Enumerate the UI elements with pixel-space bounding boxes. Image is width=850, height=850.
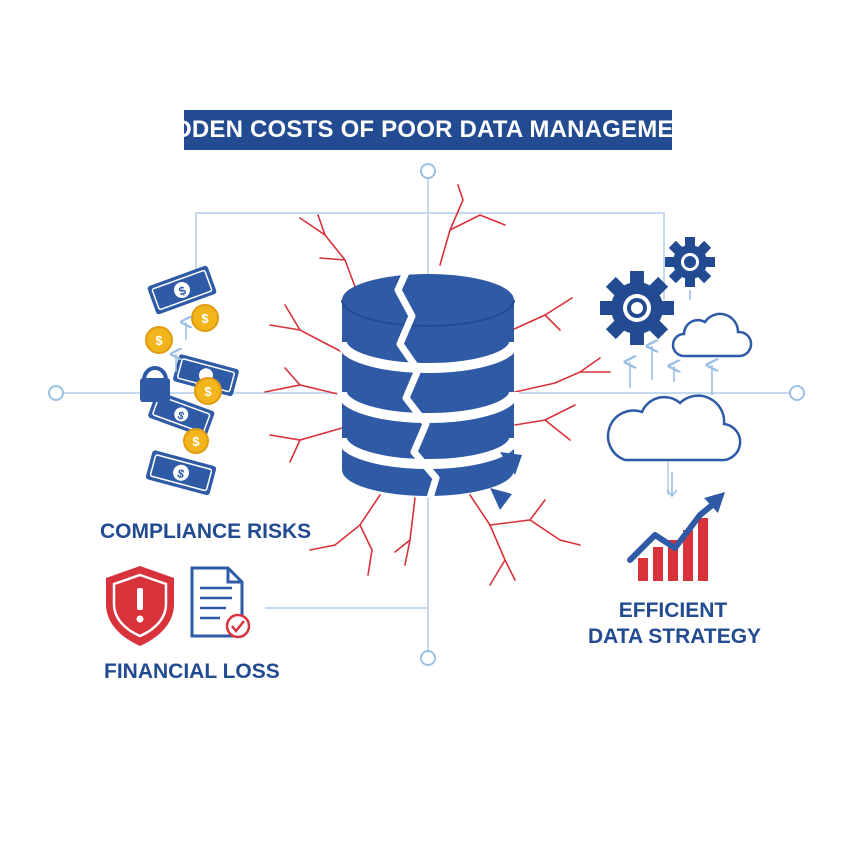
- upload-arrows-icon: [630, 290, 712, 395]
- efficient-label-line1: EFFICIENT: [618, 599, 728, 622]
- money-bills-icon: $ $ $: [145, 265, 239, 496]
- financial-loss-label: FINANCIAL LOSS: [104, 660, 280, 683]
- large-gear-icon: [600, 271, 674, 345]
- svg-text:$: $: [176, 466, 186, 481]
- document-check-icon: [190, 566, 251, 639]
- cloud-icon: [606, 312, 753, 462]
- svg-text:$: $: [177, 283, 188, 299]
- connector-node-top: [420, 163, 436, 179]
- cracked-database-icon: [337, 266, 522, 510]
- down-arrow-icon: [666, 472, 678, 498]
- efficient-label-line2: DATA STRATEGY: [588, 625, 762, 648]
- connector-nodes: [48, 163, 805, 666]
- growth-chart-icon: [627, 492, 725, 581]
- connector-node-right: [789, 385, 805, 401]
- svg-text:$: $: [176, 410, 186, 423]
- padlock-icon: [140, 366, 170, 402]
- title-banner: HIDDEN COSTS OF POOR DATA MANAGEMENT: [150, 110, 706, 150]
- connector-node-bottom: [420, 650, 436, 666]
- compliance-risks-label: COMPLIANCE RISKS: [100, 520, 312, 543]
- svg-text:$: $: [155, 333, 163, 348]
- gold-coins-icon: $ $ $ $: [145, 304, 222, 454]
- shield-alert-icon: [106, 566, 174, 646]
- connector-node-left: [48, 385, 64, 401]
- svg-text:$: $: [204, 384, 212, 399]
- gears-icon: [600, 237, 715, 345]
- small-gear-icon: [665, 237, 715, 287]
- upload-arrows-left: [176, 322, 186, 372]
- svg-text:$: $: [201, 311, 209, 326]
- crack-lines: [264, 184, 611, 586]
- svg-text:$: $: [192, 434, 200, 449]
